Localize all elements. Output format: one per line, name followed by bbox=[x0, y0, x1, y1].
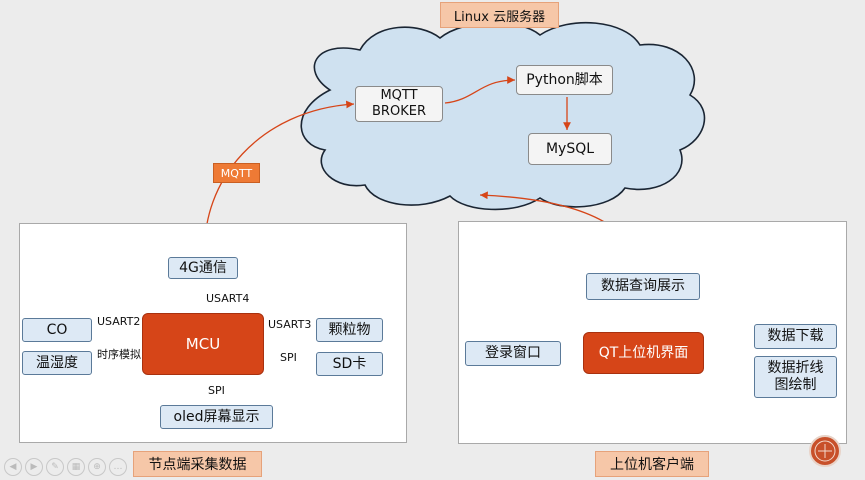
mqtt-tag: MQTT bbox=[213, 163, 260, 183]
edge-broker-python bbox=[444, 76, 516, 104]
oled-node: oled屏幕显示 bbox=[160, 405, 273, 429]
slideshow-controls: ◀ ▶ ✎ ▦ ⊕ … bbox=[4, 458, 127, 476]
edge-label-usart2: USART2 bbox=[97, 315, 141, 328]
particles-node: 颗粒物 bbox=[316, 318, 383, 342]
data-query-node: 数据查询展示 bbox=[586, 273, 700, 300]
edge-label-usart4: USART4 bbox=[206, 292, 250, 305]
node-panel-caption: 节点端采集数据 bbox=[133, 451, 262, 477]
sd-card-node: SD卡 bbox=[316, 352, 383, 376]
edge-label-spi-right: SPI bbox=[280, 351, 297, 364]
prev-icon[interactable]: ◀ bbox=[4, 458, 22, 476]
pen-icon[interactable]: ✎ bbox=[46, 458, 64, 476]
edge-label-timing: 时序模拟 bbox=[97, 348, 141, 361]
co-node: CO bbox=[22, 318, 92, 342]
zoom-icon[interactable]: ⊕ bbox=[88, 458, 106, 476]
mysql-node: MySQL bbox=[528, 133, 612, 165]
data-download-node: 数据下载 bbox=[754, 324, 837, 349]
mqtt-broker-node: MQTT BROKER bbox=[355, 86, 443, 122]
4g-node: 4G通信 bbox=[168, 257, 238, 279]
play-icon[interactable]: ▶ bbox=[25, 458, 43, 476]
qt-client-node: QT上位机界面 bbox=[583, 332, 704, 374]
edge-label-usart3: USART3 bbox=[268, 318, 312, 331]
slides-icon[interactable]: ▦ bbox=[67, 458, 85, 476]
edge-label-spi-bottom: SPI bbox=[208, 384, 225, 397]
more-icon[interactable]: … bbox=[109, 458, 127, 476]
python-script-node: Python脚本 bbox=[516, 65, 613, 95]
chart-drawing-node: 数据折线 图绘制 bbox=[754, 356, 837, 398]
login-window-node: 登录窗口 bbox=[465, 341, 561, 366]
logo-seal-icon bbox=[809, 435, 841, 467]
server-title: Linux 云服务器 bbox=[440, 2, 559, 28]
mcu-node: MCU bbox=[142, 313, 264, 375]
client-panel-caption: 上位机客户端 bbox=[595, 451, 709, 477]
humidity-node: 温湿度 bbox=[22, 351, 92, 375]
